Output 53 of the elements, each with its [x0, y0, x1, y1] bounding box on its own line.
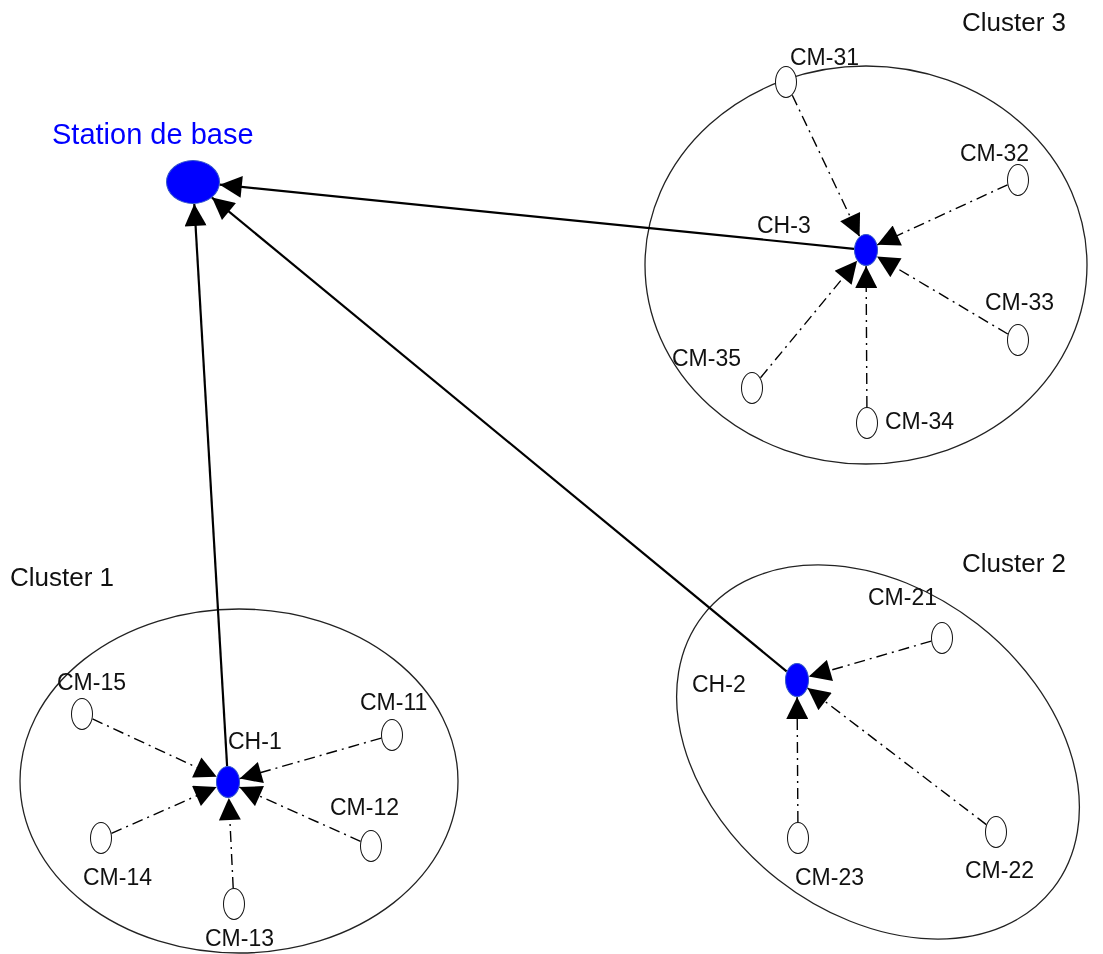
arrow — [219, 175, 855, 250]
dashed-arrow — [110, 785, 218, 835]
member-node-circle — [1007, 164, 1029, 196]
dashed-arrow — [218, 797, 241, 889]
head-node-dot — [166, 160, 220, 204]
dashed-arrow — [239, 737, 382, 784]
member-node-circle — [985, 816, 1007, 848]
member-node-circle — [775, 66, 797, 98]
node-label: CM-22 — [965, 859, 1034, 882]
member-node-circle — [360, 830, 382, 862]
node-label: CM-15 — [57, 671, 126, 694]
node-label: CM-12 — [330, 796, 399, 819]
head-node-dot — [785, 663, 809, 697]
node-label: CM-34 — [885, 410, 954, 433]
arrow — [184, 203, 229, 767]
dashed-arrow — [806, 687, 987, 826]
member-node-circle — [71, 698, 93, 730]
dashed-arrow — [238, 786, 362, 842]
member-node-circle — [741, 372, 763, 404]
node-label: CM-13 — [205, 927, 274, 950]
dashed-arrow — [791, 94, 861, 238]
station-label: Station de base — [52, 120, 254, 149]
member-node-circle — [787, 822, 809, 854]
node-label: CM-35 — [672, 347, 741, 370]
node-label: CM-31 — [790, 46, 859, 69]
dashed-arrow — [759, 260, 858, 379]
cluster-label: Cluster 2 — [962, 550, 1067, 576]
arrow — [211, 196, 788, 673]
dashed-arrow — [876, 184, 1009, 246]
member-node-circle — [856, 407, 878, 439]
node-label: CM-23 — [795, 866, 864, 889]
node-label: CM-32 — [960, 142, 1029, 165]
head-node-dot — [854, 234, 878, 266]
dashed-arrow — [808, 640, 932, 682]
cluster-label: Cluster 1 — [10, 564, 115, 590]
member-node-circle — [931, 622, 953, 654]
dashed-arrow — [91, 718, 218, 778]
dashed-arrow — [786, 696, 809, 823]
node-label: CM-11 — [360, 691, 428, 714]
member-node-circle — [1007, 324, 1029, 356]
node-label: CH-2 — [692, 673, 746, 696]
member-node-circle — [90, 822, 112, 854]
node-label: CH-1 — [228, 730, 282, 753]
member-node-circle — [223, 888, 245, 920]
node-label: CM-21 — [868, 586, 937, 609]
node-label: CH-3 — [757, 214, 811, 237]
member-node-circle — [381, 719, 403, 751]
head-node-dot — [216, 766, 240, 798]
dashed-arrow — [876, 255, 1009, 335]
dashed-arrow — [855, 265, 878, 408]
node-label: CM-14 — [83, 866, 152, 889]
node-label: CM-33 — [985, 291, 1054, 314]
cluster-label: Cluster 3 — [962, 9, 1067, 35]
